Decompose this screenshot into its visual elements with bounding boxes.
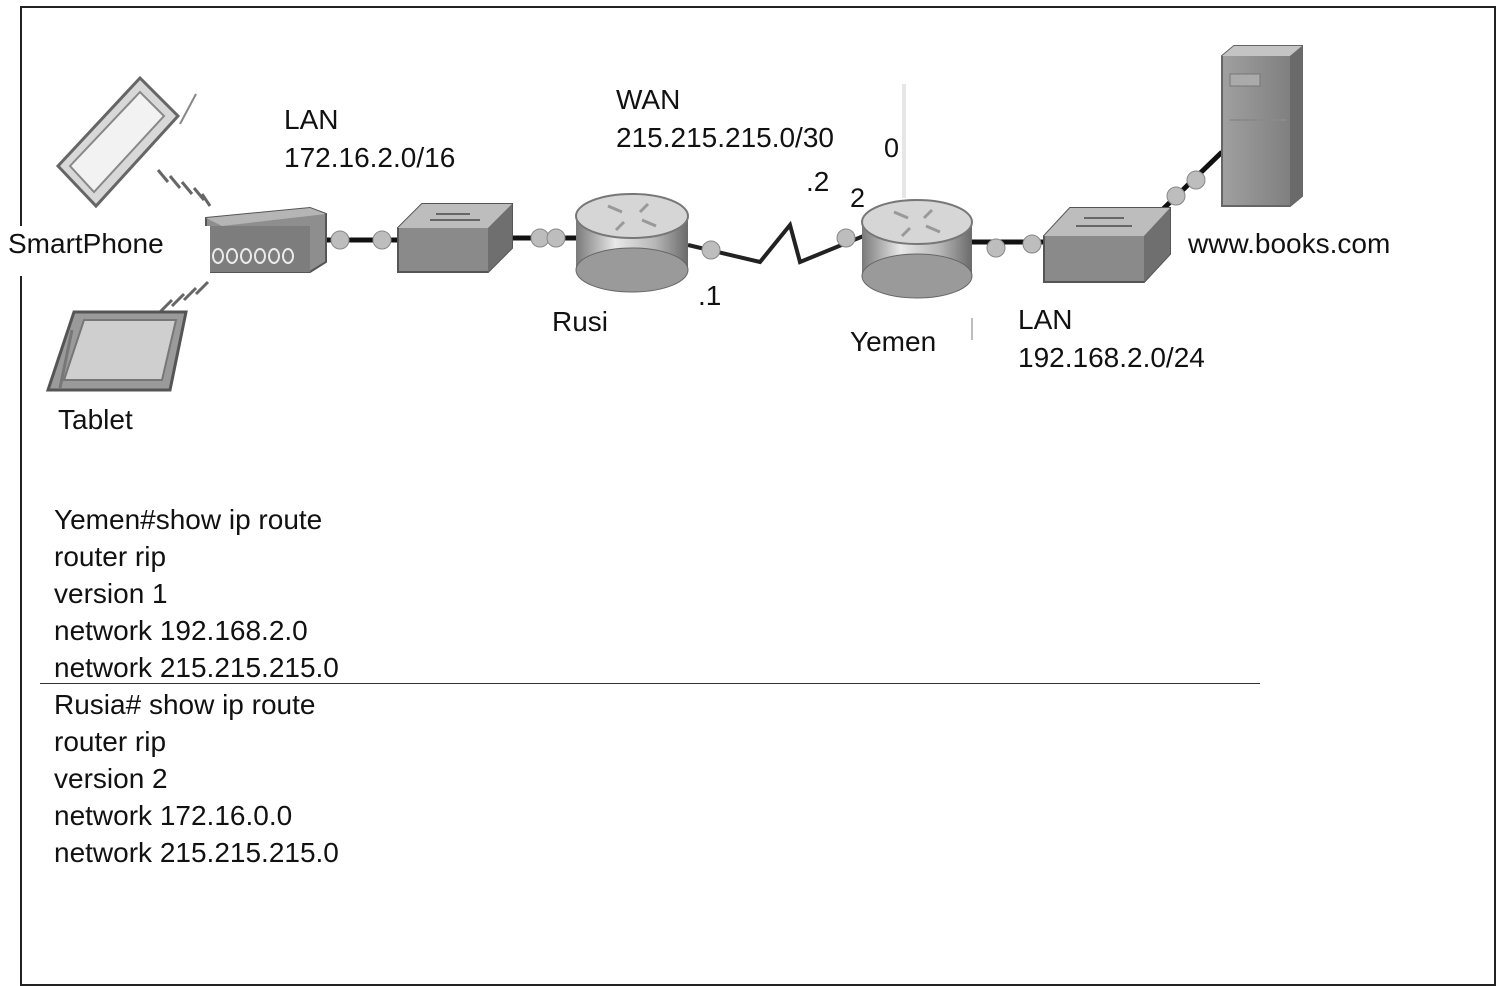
stray-digit: 0 [884, 133, 900, 163]
link-dot [1022, 234, 1042, 254]
link-dot [330, 230, 350, 250]
switch-left-icon [397, 203, 513, 273]
lan-right-title: LAN [1018, 304, 1073, 335]
config-line: Yemen#show ip route [54, 504, 323, 535]
config-line: version 2 [54, 763, 168, 794]
yemen-config-block: Yemen#show ip route router rip version 1… [54, 501, 339, 686]
link-dot [1166, 186, 1186, 206]
access-point-icon [205, 206, 327, 273]
link-endpoints [330, 170, 1206, 260]
router-rusi-icon [575, 193, 689, 293]
lan-left-title: LAN [284, 104, 339, 135]
config-line: network 215.215.215.0 [54, 652, 339, 683]
link-dot [1186, 170, 1206, 190]
link-dot [701, 240, 721, 260]
config-line: Rusia# show ip route [54, 689, 316, 720]
tablet-label: Tablet [58, 404, 133, 435]
link-dot [530, 228, 550, 248]
wan-title: WAN [616, 84, 681, 115]
wan-right-ip: .2 [806, 166, 830, 197]
router-yemen-icon [861, 199, 973, 299]
server-label: www.books.com [1188, 228, 1391, 259]
config-line: network 172.16.0.0 [54, 800, 293, 831]
tablet-icon [45, 310, 188, 392]
wireless-signal-icon [156, 169, 212, 314]
link-dot [986, 238, 1006, 258]
smartphone-icon [55, 75, 197, 209]
link-dot [836, 228, 856, 248]
wan-subnet: 215.215.215.0/30 [616, 122, 834, 153]
config-line: network 215.215.215.0 [54, 837, 339, 868]
lan-right-subnet: 192.168.2.0/24 [1018, 342, 1205, 373]
rusia-config-block: Rusia# show ip route router rip version … [54, 686, 339, 871]
lan-left-subnet: 172.16.2.0/16 [284, 142, 456, 173]
stray-digit: 2 [850, 183, 866, 213]
config-line: network 192.168.2.0 [54, 615, 308, 646]
wan-left-ip: .1 [698, 280, 722, 311]
smartphone-label: SmartPhone [8, 228, 164, 259]
link-dot [372, 230, 392, 250]
label-backdrop [0, 226, 210, 276]
config-divider [40, 683, 1260, 684]
router-rusi-label: Rusi [552, 306, 609, 337]
config-line: version 1 [54, 578, 168, 609]
switch-right-icon [1043, 207, 1171, 283]
config-line: router rip [54, 726, 167, 757]
config-line: router rip [54, 541, 167, 572]
serial-link-wan [687, 220, 867, 265]
server-icon [1221, 45, 1303, 207]
router-yemen-label: Yemen [850, 326, 937, 357]
link-dot [546, 228, 566, 248]
